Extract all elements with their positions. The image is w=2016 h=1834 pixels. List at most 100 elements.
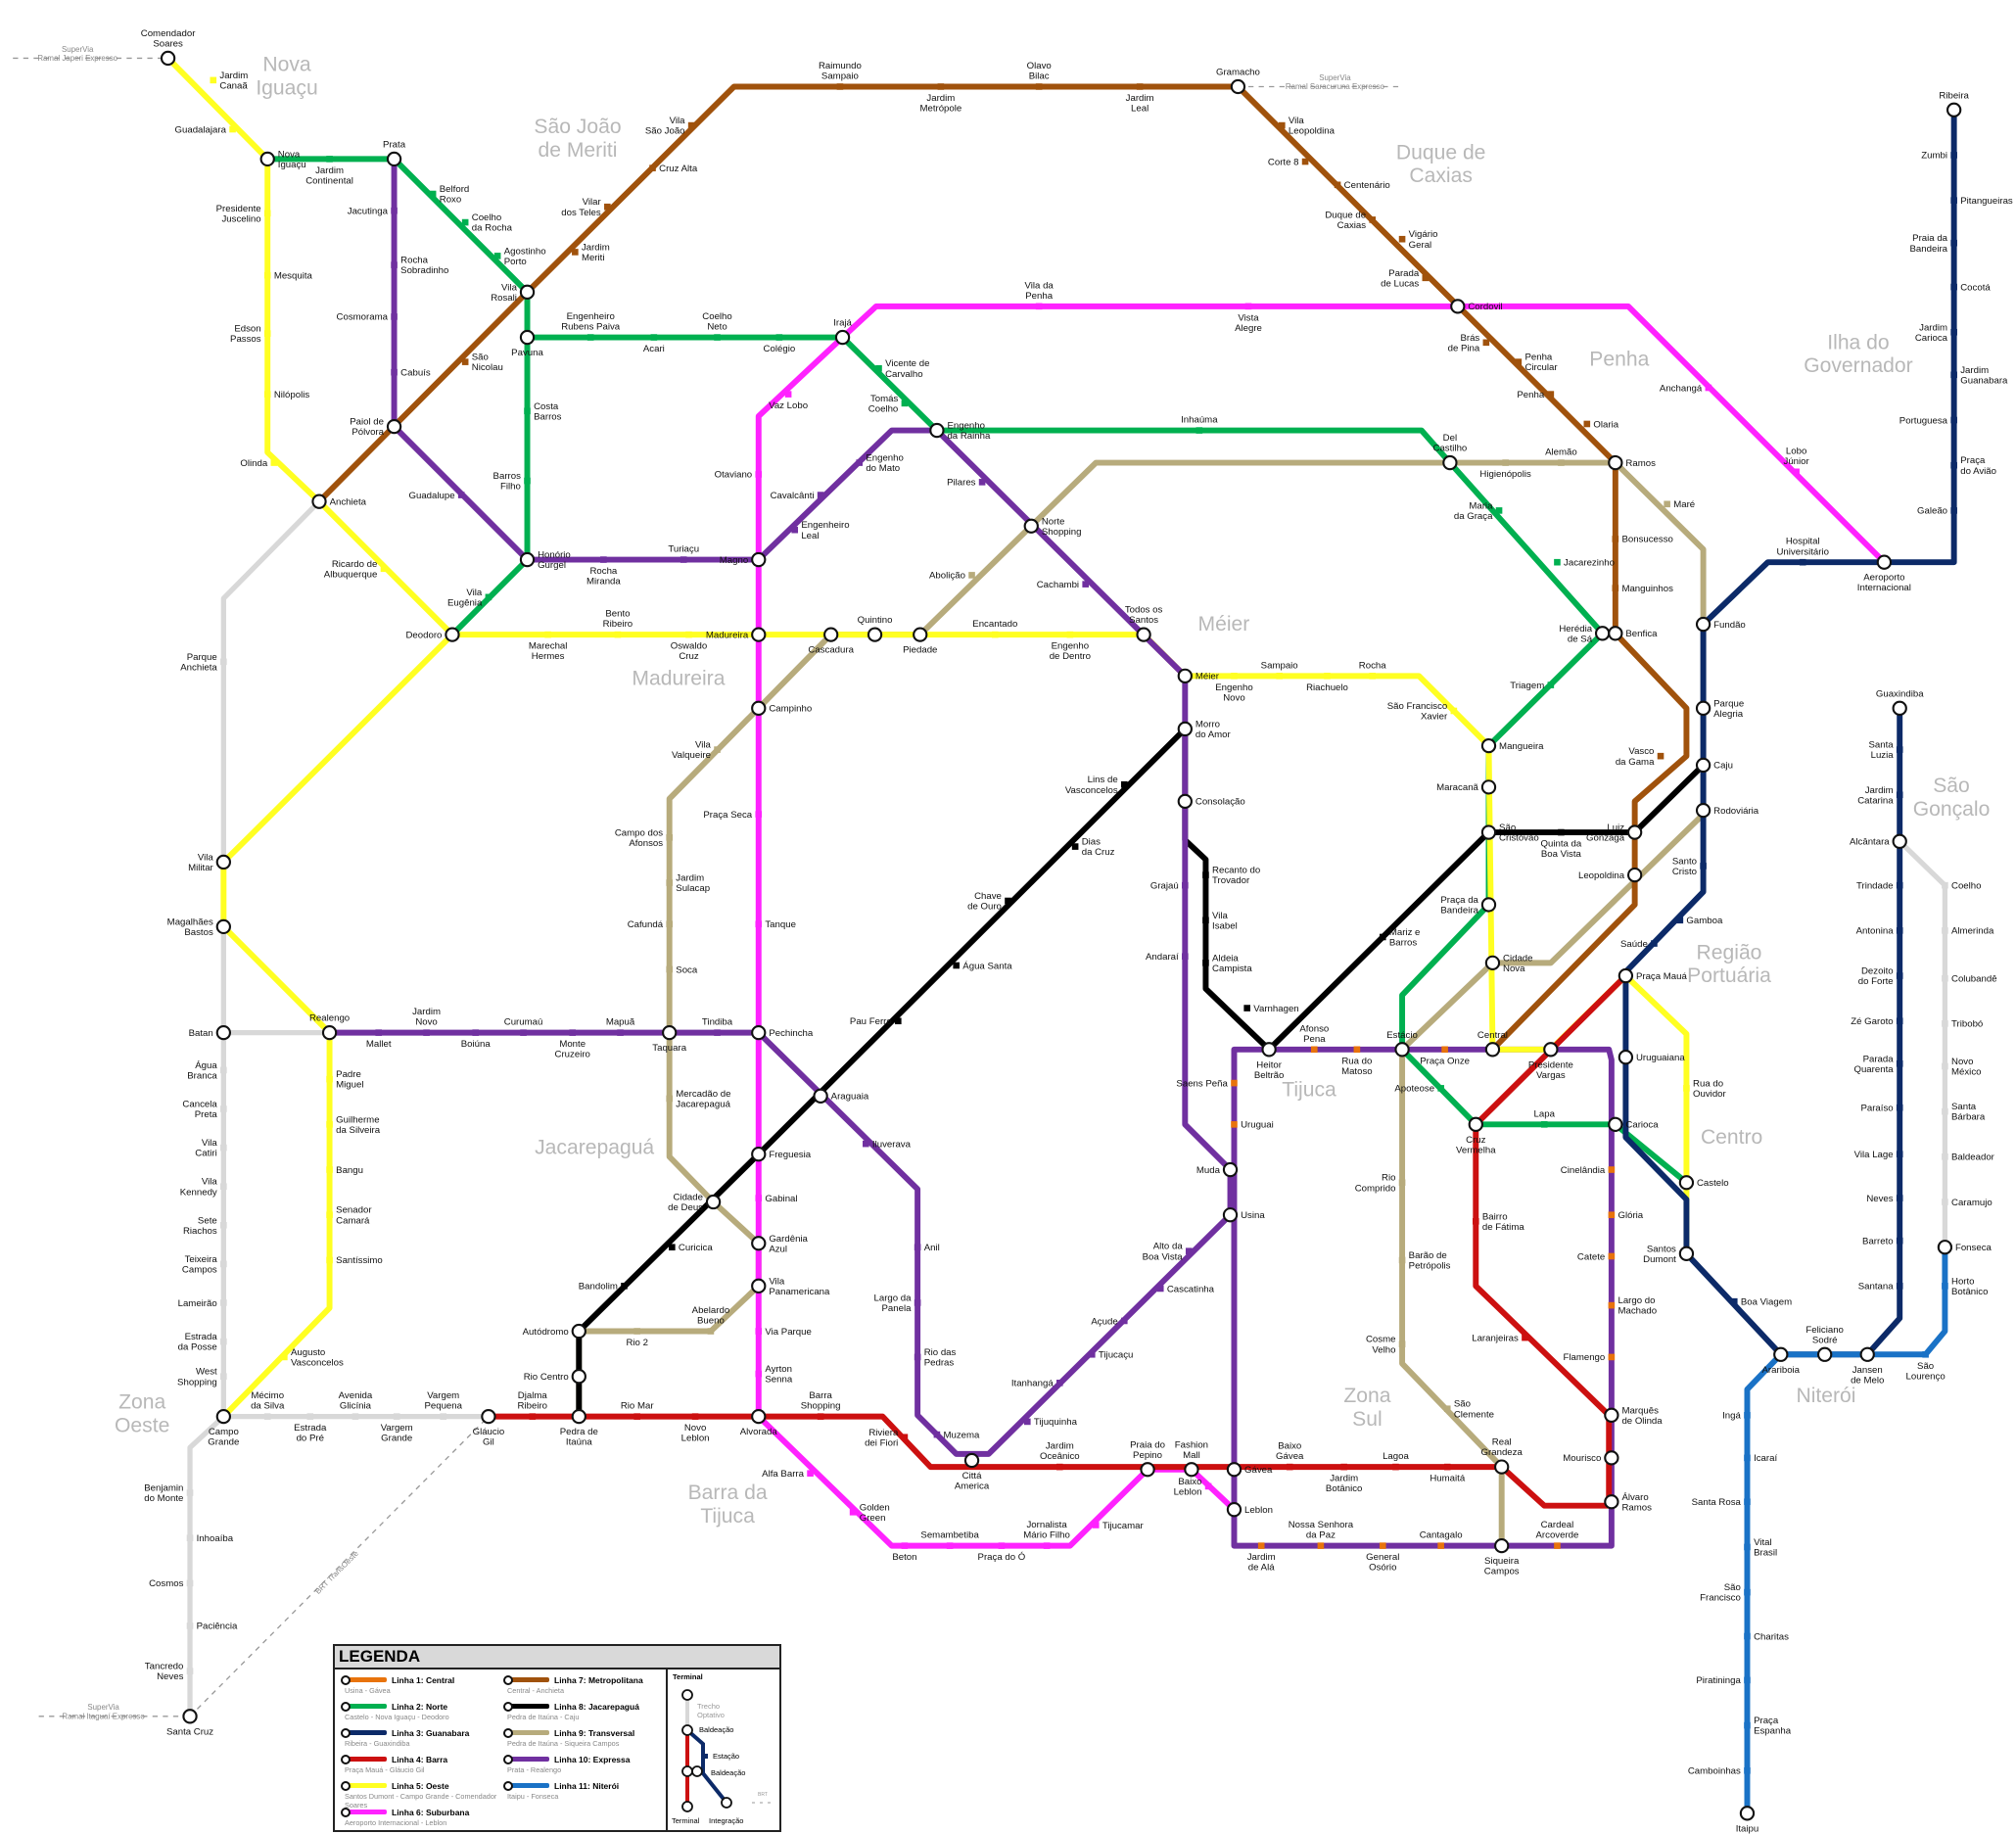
station-inga[interactable]: Ingá	[1722, 1411, 1751, 1422]
station-circle-icon[interactable]	[1261, 1042, 1277, 1058]
station-lapa[interactable]: Lapa	[1534, 1108, 1556, 1128]
station-campinho[interactable]: Campinho	[751, 700, 812, 716]
station-curicica[interactable]: Curicica	[669, 1243, 713, 1253]
station-camboinhas[interactable]: Camboinhas	[1688, 1766, 1751, 1777]
station-tanque[interactable]: Tanque	[755, 919, 796, 930]
station-circle-icon[interactable]	[867, 627, 883, 642]
station-sampaio[interactable]: Sampaio	[1261, 660, 1298, 680]
station-mallet[interactable]: Mallet	[366, 1029, 392, 1050]
station-circle-icon[interactable]	[1543, 1042, 1559, 1058]
station-leopoldina[interactable]: Leopoldina	[1578, 867, 1643, 883]
station-circle-icon[interactable]	[1604, 1450, 1619, 1466]
station-rio-centro[interactable]: Rio Centro	[524, 1369, 586, 1385]
station-muzema[interactable]: Muzema	[933, 1430, 980, 1440]
station-encantado[interactable]: Encantado	[972, 619, 1017, 638]
station-grajau[interactable]: Grajaú	[1150, 880, 1189, 891]
station-manguinhos[interactable]: Manguinhos	[1612, 584, 1674, 594]
station-circle-icon[interactable]	[215, 918, 231, 935]
station-abolicao[interactable]: Abolição	[929, 571, 975, 582]
station-circle-icon[interactable]	[160, 50, 176, 67]
station-tijuquinha[interactable]: Tijuquinha	[1023, 1417, 1078, 1428]
station-lagoa[interactable]: Lagoa	[1383, 1451, 1409, 1471]
station-ribeira[interactable]: Ribeira	[1939, 90, 1970, 118]
station-pitangueiras[interactable]: Pitangueiras	[1950, 196, 2013, 207]
station-corte-8[interactable]: Corte 8	[1268, 157, 1309, 167]
station-circle-icon[interactable]	[1442, 454, 1458, 471]
station-charitas[interactable]: Charitas	[1744, 1631, 1789, 1642]
station-gabinal[interactable]: Gabinal	[755, 1194, 798, 1204]
station-caju[interactable]: Caju	[1695, 757, 1733, 774]
station-leblon[interactable]: Leblon	[1226, 1502, 1273, 1518]
station-circle-icon[interactable]	[1892, 700, 1907, 716]
station-caramujo[interactable]: Caramujo	[1942, 1198, 1993, 1208]
station-circle-icon[interactable]	[1617, 1050, 1634, 1065]
station-bandolim[interactable]: Bandolim	[579, 1282, 628, 1293]
station-cafunda[interactable]: Cafundá	[628, 919, 673, 930]
station-circle-icon[interactable]	[1177, 793, 1193, 810]
station-barreto[interactable]: Barreto	[1862, 1236, 1903, 1246]
station-rodoviaria[interactable]: Rodoviária	[1695, 802, 1759, 819]
station-iluverava[interactable]: Iluverava	[863, 1139, 912, 1150]
station-santa-rosa[interactable]: Santa Rosa	[1692, 1497, 1751, 1508]
station-circle-icon[interactable]	[182, 1709, 198, 1724]
station-guadalajara[interactable]: Guadalajara	[175, 124, 236, 135]
station-icarai[interactable]: Icaraí	[1744, 1453, 1777, 1464]
station-soca[interactable]: Soca	[666, 964, 698, 975]
station-itanhanga[interactable]: Itanhangá	[1011, 1379, 1063, 1389]
station-saude[interactable]: Saúde	[1620, 939, 1658, 950]
station-lameirao[interactable]: Lameirão	[178, 1298, 227, 1309]
station-tribobo[interactable]: Tribobó	[1942, 1019, 1983, 1030]
station-circle-icon[interactable]	[519, 551, 536, 568]
station-circle-icon[interactable]	[311, 494, 327, 509]
station-circle-icon[interactable]	[1222, 1207, 1239, 1223]
station-bonsucesso[interactable]: Bonsucesso	[1612, 535, 1673, 545]
station-fundao[interactable]: Fundão	[1695, 616, 1746, 633]
station-riachuelo[interactable]: Riachuelo	[1306, 673, 1348, 693]
station-circle-icon[interactable]	[215, 854, 231, 870]
station-circle-icon[interactable]	[1494, 1459, 1510, 1475]
station-deodoro[interactable]: Deodoro	[405, 627, 460, 642]
station-anchieta[interactable]: Anchieta	[311, 494, 367, 509]
station-mangueira[interactable]: Mangueira	[1480, 737, 1544, 754]
station-circle-icon[interactable]	[813, 1088, 828, 1104]
